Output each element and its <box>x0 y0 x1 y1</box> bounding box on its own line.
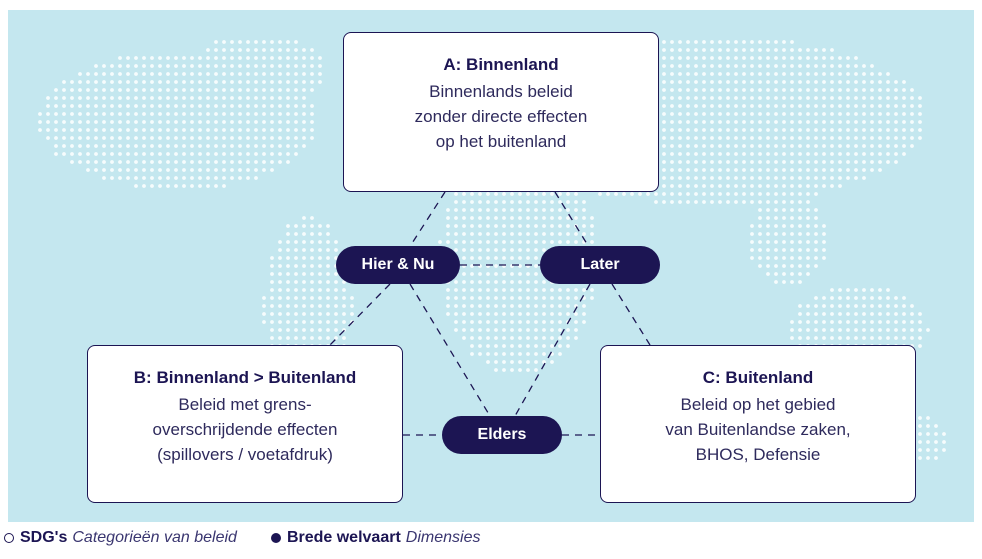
box-a-line: Binnenlands beleid <box>429 82 573 101</box>
box-c-line: BHOS, Defensie <box>695 445 821 464</box>
box-c-description: Beleid op het gebied van Buitenlandse za… <box>601 392 915 467</box>
box-binnenland: A: Binnenland Binnenlands beleid zonder … <box>343 32 659 192</box>
pill-hier-nu: Hier & Nu <box>336 246 460 284</box>
box-a-title: A: Binnenland <box>443 55 559 74</box>
box-c-title: C: Buitenland <box>702 368 814 387</box>
box-b-line: overschrijdende effecten <box>152 420 338 439</box>
legend-welvaart-caption: Dimensies <box>405 529 481 546</box>
box-c-line: Beleid op het gebied <box>680 395 836 414</box>
legend-sdg-caption: Categorieën van beleid <box>72 529 237 546</box>
filled-circle-icon <box>270 533 281 543</box>
legend: SDG's Categorieën van beleid Brede welva… <box>4 526 514 550</box>
legend-sdg-label: SDG's <box>20 529 68 546</box>
box-a-line: op het buitenland <box>435 132 567 151</box>
legend-item-sdg: SDG's Categorieën van beleid <box>4 529 237 547</box>
box-a-description: Binnenlands beleid zonder directe effect… <box>344 79 658 154</box>
box-binnenland-buitenland: B: Binnenland > Buitenland Beleid met gr… <box>87 345 403 503</box>
open-circle-icon <box>4 533 14 543</box>
box-b-title: B: Binnenland > Buitenland <box>133 368 357 387</box>
box-b-line: (spillovers / voetafdruk) <box>157 445 333 464</box>
box-b-description: Beleid met grens- overschrijdende effect… <box>88 392 402 467</box>
box-buitenland: C: Buitenland Beleid op het gebied van B… <box>600 345 916 503</box>
legend-item-welvaart: Brede welvaart Dimensies <box>270 529 481 547</box>
box-c-line: van Buitenlandse zaken, <box>665 420 851 439</box>
pill-later: Later <box>540 246 660 284</box>
box-b-line: Beleid met grens- <box>178 395 312 414</box>
box-a-line: zonder directe effecten <box>414 107 588 126</box>
pill-elders: Elders <box>442 416 562 454</box>
legend-welvaart-label: Brede welvaart <box>286 529 401 546</box>
